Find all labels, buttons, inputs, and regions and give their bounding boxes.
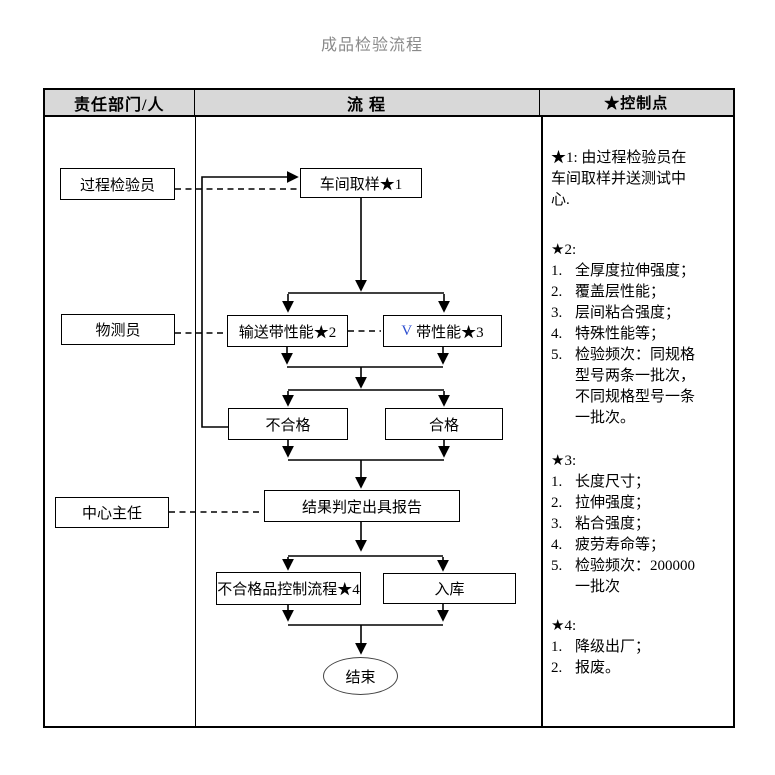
- note-item: 2.报废。: [551, 660, 621, 676]
- control-note: ★2: 1.全厚度拉伸强度； 2.覆盖层性能； 3.层间粘合强度； 4.特殊性能等； 5.…: [551, 240, 731, 429]
- node-label: 合格: [428, 417, 459, 434]
- lane-label: 中心主任: [81, 506, 142, 522]
- node-label: 不合格: [265, 417, 311, 434]
- node-end-terminator: 结束: [323, 657, 398, 695]
- column-divider-2: [541, 117, 543, 726]
- node-pass: 合格: [385, 408, 503, 440]
- control-notes: ★1: 由过程检验员在车间取样并送测试中心. ★2: 1.全厚度拉伸强度； 2.覆盖层…: [551, 148, 731, 679]
- note-item: 5.检验频次：同规格型号两条一批次，不同规格型号一条一批次。: [551, 347, 696, 426]
- vbelt-v-letter: V: [401, 322, 413, 339]
- lane-material-tester: 物测员: [61, 314, 175, 345]
- node-label: 车间取样★1: [319, 176, 403, 193]
- note-label: ★2:: [551, 242, 577, 258]
- note-item: 1.全厚度拉伸强度；: [551, 263, 696, 279]
- node-conveyor-belt-performance: 输送带性能★2: [227, 315, 348, 347]
- table-header-row: 责任部门/人 流 程 ★控制点: [45, 90, 733, 117]
- node-vbelt-performance: V 带性能★3: [383, 315, 502, 347]
- note-item: 1.降级出厂；: [551, 639, 651, 655]
- node-nonconforming-control: 不合格品控制流程★4: [216, 572, 361, 605]
- note-item: 3.粘合强度；: [551, 516, 651, 532]
- lane-center-director: 中心主任: [55, 497, 169, 528]
- lane-label: 物测员: [95, 323, 141, 339]
- note-item: 1.长度尺寸；: [551, 474, 651, 490]
- note-item: 2.拉伸强度；: [551, 495, 651, 511]
- node-label: 结果判定出具报告: [301, 499, 422, 516]
- lane-process-inspector: 过程检验员: [60, 168, 175, 200]
- lane-label: 过程检验员: [79, 177, 155, 194]
- node-label: 入库: [434, 582, 465, 598]
- note-item: 4.疲劳寿命等；: [551, 537, 666, 553]
- header-process: 流 程: [195, 90, 540, 115]
- note-label: ★4:: [551, 618, 577, 634]
- node-label: 结束: [345, 669, 376, 686]
- node-fail: 不合格: [228, 408, 348, 440]
- node-workshop-sampling: 车间取样★1: [300, 168, 422, 198]
- page-title: 成品检验流程: [320, 37, 423, 54]
- node-warehouse: 入库: [383, 573, 516, 604]
- note-item: 4.特殊性能等；: [551, 326, 666, 342]
- column-divider-1: [194, 117, 196, 726]
- node-label: 带性能★3: [416, 324, 484, 341]
- note-label: ★3:: [551, 453, 577, 469]
- control-note: ★1: 由过程检验员在车间取样并送测试中心.: [551, 150, 687, 208]
- node-label: 不合格品控制流程★4: [217, 582, 360, 598]
- note-item: 2.覆盖层性能；: [551, 284, 666, 300]
- header-control-points: ★控制点: [604, 96, 669, 112]
- control-note: ★3: 1.长度尺寸； 2.拉伸强度； 3.粘合强度； 4.疲劳寿命等； 5.检验频次：2…: [551, 451, 731, 598]
- node-result-report: 结果判定出具报告: [264, 490, 460, 522]
- note-item: 3.层间粘合强度；: [551, 305, 681, 321]
- node-label: 输送带性能★2: [238, 324, 337, 341]
- control-note: ★4: 1.降级出厂； 2.报废。: [551, 616, 731, 679]
- header-responsible: 责任部门/人: [45, 90, 195, 115]
